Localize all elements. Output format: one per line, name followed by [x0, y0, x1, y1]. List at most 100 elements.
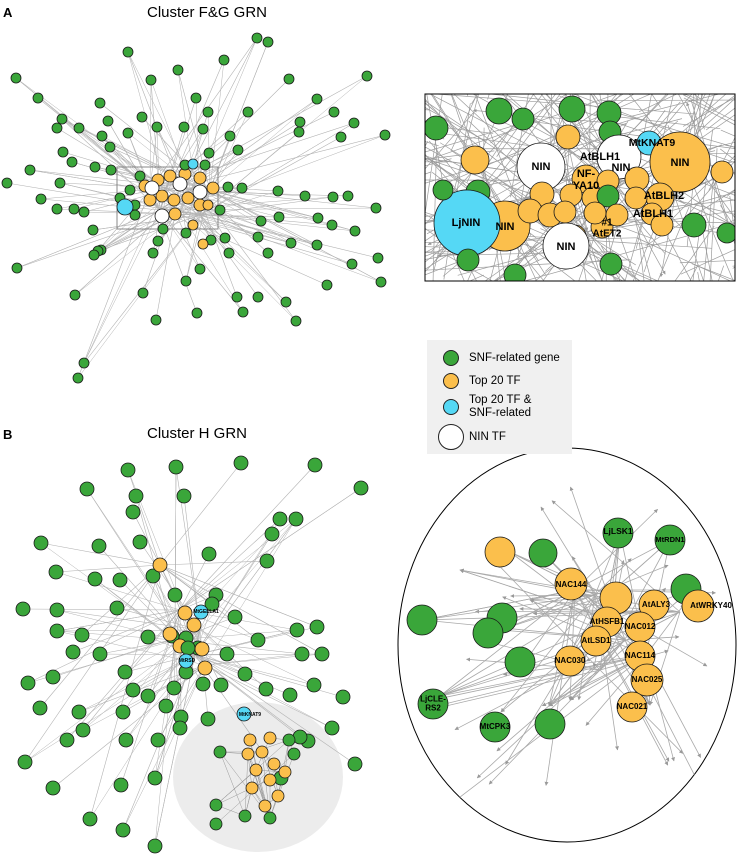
panel-a-snf-node — [105, 164, 117, 176]
panel-a-snf-node — [242, 106, 254, 118]
panel-b-snf-node — [20, 675, 36, 691]
panel-b-zoom-node — [681, 589, 715, 623]
panel-a-snf-node — [262, 247, 274, 259]
panel-a-snf-node — [232, 144, 244, 156]
ljnin-label: LjNIN — [452, 217, 481, 229]
panel-b-snf-node — [282, 687, 298, 703]
panel-b-snf-node — [233, 455, 249, 471]
panel-b-snf-node — [113, 777, 129, 793]
panel-b-mini-node — [287, 747, 301, 761]
panel-a-zoom-node — [456, 248, 480, 272]
mtcpk3-label: MtCPK3 — [480, 722, 511, 731]
nin-label: NIN — [496, 221, 515, 233]
nac025-label: NAC025 — [632, 675, 663, 684]
atblh1-label: AtBLH1 — [633, 208, 673, 220]
panel-b-mini-node — [213, 745, 227, 759]
panel-b-both-node — [236, 706, 252, 722]
panel-b-mini-node — [249, 763, 263, 777]
legend-item-top20: Top 20 TF — [427, 373, 521, 389]
panel-a-snf-node — [255, 215, 267, 227]
panel-a-snf-node — [102, 115, 114, 127]
panel-a-snf-node — [361, 70, 373, 82]
panel-b-snf-node — [306, 677, 322, 693]
panel-b-title: Cluster H GRN — [147, 425, 248, 442]
panel-a-snf-node — [104, 141, 116, 153]
panel-b-snf-node — [132, 534, 148, 550]
panel-b-snf-node — [91, 538, 107, 554]
panel-b-snf-node — [347, 756, 363, 772]
panel-a-letter: A — [3, 5, 13, 20]
panel-b-snf-node — [45, 669, 61, 685]
panel-a-title: Cluster F&G GRN — [147, 4, 268, 21]
nac012-label: NAC012 — [625, 622, 656, 631]
panel-a-snf-node — [180, 275, 192, 287]
panel-a-core-node — [206, 181, 220, 195]
panel-a-snf-node — [197, 123, 209, 135]
panel-b-snf-node — [168, 459, 184, 475]
panel-b-snf-node — [117, 664, 133, 680]
panel-b-snf-node — [140, 688, 156, 704]
panel-a-snf-node — [87, 224, 99, 236]
panel-b-zoom-node — [630, 663, 664, 697]
panel-a-zoom-node — [460, 145, 490, 175]
panel-a-snf-node — [190, 92, 202, 104]
panel-a-core-node — [202, 199, 214, 211]
panel-b-snf-node — [33, 535, 49, 551]
panel-b-mini-node — [267, 757, 281, 771]
panel-a-snf-node — [24, 164, 36, 176]
panel-b-snf-node — [264, 526, 280, 542]
panel-b-tf-node — [152, 557, 168, 573]
panel-b-snf-node — [219, 646, 235, 662]
panel-a-core-node — [168, 207, 182, 221]
panel-a-zoom-node — [599, 252, 623, 276]
panel-b-snf-node — [259, 553, 275, 569]
panel-a-snf-node — [327, 191, 339, 203]
panel-a-zoom-node — [681, 212, 707, 238]
panel-a-snf-node — [151, 121, 163, 133]
panel-a-snf-node — [202, 106, 214, 118]
panel-a-snf-node — [78, 357, 90, 369]
panel-a-zoom-node — [649, 131, 711, 193]
panel-b-snf-node — [250, 632, 266, 648]
panel-a-zoom-node — [716, 222, 735, 244]
nfya10-label: NF-YA10 — [573, 168, 600, 192]
panel-b-snf-node — [115, 704, 131, 720]
legend-swatch-both — [443, 399, 459, 415]
panel-b-zoom-node — [472, 617, 504, 649]
panel-a-snf-node — [152, 235, 164, 247]
panel-a-zoom-node — [624, 186, 648, 210]
panel-a-snf-node — [10, 72, 22, 84]
panel-a-core-node — [163, 169, 177, 183]
panel-b-zoom-node — [554, 645, 586, 677]
panel-a-snf-node — [326, 219, 338, 231]
panel-a-snf-node — [224, 130, 236, 142]
panel-a-core-node — [193, 171, 207, 185]
panel-b-mini-node — [238, 809, 252, 823]
panel-a-zoom-node — [650, 213, 674, 237]
panel-a-snf-node — [35, 193, 47, 205]
panel-a-zoom-node — [542, 222, 590, 270]
panel-a-snf-node — [290, 315, 302, 327]
panel-b-zoom-node — [534, 708, 566, 740]
panel-b-snf-node — [167, 587, 183, 603]
panel-b-snf-node — [45, 780, 61, 796]
panel-a-snf-node — [122, 127, 134, 139]
panel-a-snf-node — [147, 247, 159, 259]
panel-b-both-node — [178, 653, 194, 669]
panel-b-snf-node — [294, 646, 310, 662]
panel-b-snf-node — [353, 480, 369, 496]
panel-b-snf-node — [324, 720, 340, 736]
atblh2-label: AtBLH2 — [644, 190, 684, 202]
panel-a-snf-node — [96, 130, 108, 142]
panel-b-snf-node — [79, 481, 95, 497]
panel-a-snf-node — [251, 32, 263, 44]
panel-a-zoom-node — [558, 95, 586, 123]
nin-label: NIN — [557, 241, 576, 253]
panel-a-snf-node — [191, 307, 203, 319]
panel-a-snf-node — [150, 314, 162, 326]
panel-b-snf-node — [74, 627, 90, 643]
panel-b-snf-node — [172, 720, 188, 736]
panel-a-snf-node — [321, 279, 333, 291]
atblh1-label: AtBLH1 — [580, 151, 620, 163]
